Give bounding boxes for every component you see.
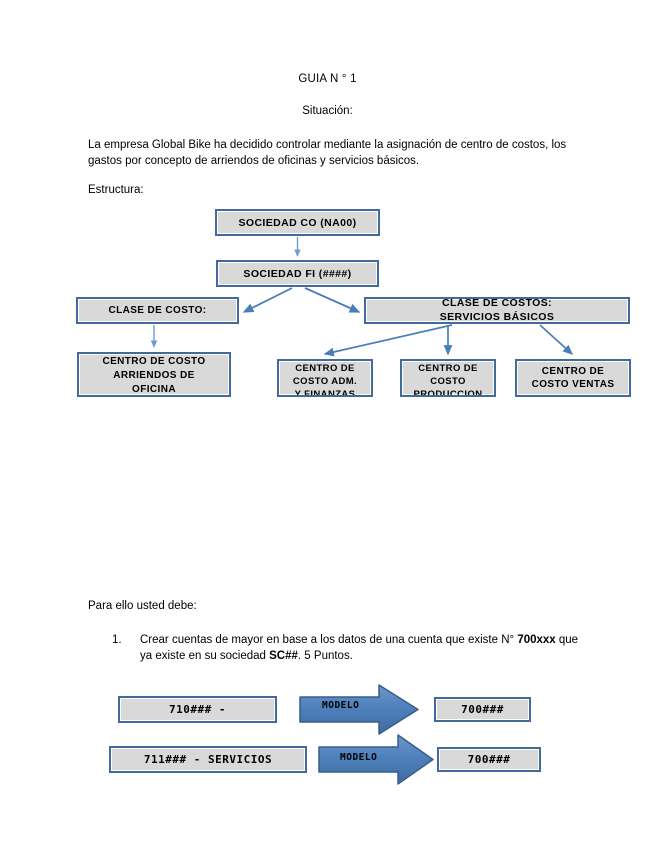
diagram-node-clase-de-costo: CLASE DE COSTO: xyxy=(76,297,239,324)
target-account-box-2: 700### xyxy=(437,747,541,772)
diagram-node-centro-costo-ventas: CENTRO DE COSTO VENTAS xyxy=(515,359,631,397)
target-account-box-1: 700### xyxy=(434,697,531,722)
modelo-arrow-label-1: MODELO xyxy=(322,700,360,711)
node-label: CLASE DE COSTO: xyxy=(108,305,207,316)
task-text-emphasis: SC## xyxy=(269,650,298,662)
source-account-box-2: 711### - SERVICIOS xyxy=(109,746,307,773)
task-list: 1. Crear cuentas de mayor en base a los … xyxy=(112,632,582,664)
para-ello-usted-debe-label: Para ello usted debe: xyxy=(88,600,197,612)
diagram-node-clase-de-costos: CLASE DE COSTOS: SERVICIOS BÁSICOS xyxy=(364,297,630,324)
node-label: CLASE DE COSTOS: SERVICIOS BÁSICOS xyxy=(439,297,555,323)
intro-paragraph: La empresa Global Bike ha decidido contr… xyxy=(88,139,567,167)
task-text-run: Crear cuentas de mayor en base a los dat… xyxy=(140,634,518,646)
source-account-box-1: 710### - xyxy=(118,696,277,723)
node-label: CENTRO DE COSTO VENTAS xyxy=(531,366,615,390)
node-label: CENTRO DE COSTO ARRIENDOS DE OFICINA xyxy=(102,356,206,395)
node-label: CENTRO DE COSTO ADM. Y FINANZAS xyxy=(292,363,358,397)
account-label: 711### - SERVICIOS xyxy=(143,753,273,766)
task-number: 1. xyxy=(112,634,122,646)
page-title: GUIA N ° 1 xyxy=(298,73,357,85)
task-text-emphasis: 700xxx xyxy=(517,634,556,646)
situacion-label: Situación: xyxy=(302,105,353,117)
diagram-node-centro-costo-produccion: CENTRO DE COSTO PRODUCCION xyxy=(400,359,496,397)
task-text-run: que ya existe en su sociedad xyxy=(140,634,579,662)
account-label: 700### xyxy=(461,703,504,716)
diagram-node-sociedad-co: SOCIEDAD CO (NA00) xyxy=(215,209,380,236)
task-text: Crear cuentas de mayor en base a los dat… xyxy=(140,632,582,664)
node-label: CENTRO DE COSTO PRODUCCION xyxy=(413,363,483,397)
account-label: 700### xyxy=(467,753,511,766)
node-label: SOCIEDAD CO (NA00) xyxy=(238,216,357,229)
modelo-arrow-label-2: MODELO xyxy=(340,752,378,763)
node-label: SOCIEDAD FI (####) xyxy=(243,267,352,280)
diagram-node-centro-costo-arriendos: CENTRO DE COSTO ARRIENDOS DE OFICINA xyxy=(77,352,231,397)
account-label: 710### - xyxy=(169,703,226,716)
diagram-node-sociedad-fi: SOCIEDAD FI (####) xyxy=(216,260,379,287)
task-text-run: . 5 Puntos. xyxy=(297,650,353,662)
diagram-node-centro-costo-adm-finanzas: CENTRO DE COSTO ADM. Y FINANZAS xyxy=(277,359,373,397)
estructura-label: Estructura: xyxy=(88,184,144,196)
